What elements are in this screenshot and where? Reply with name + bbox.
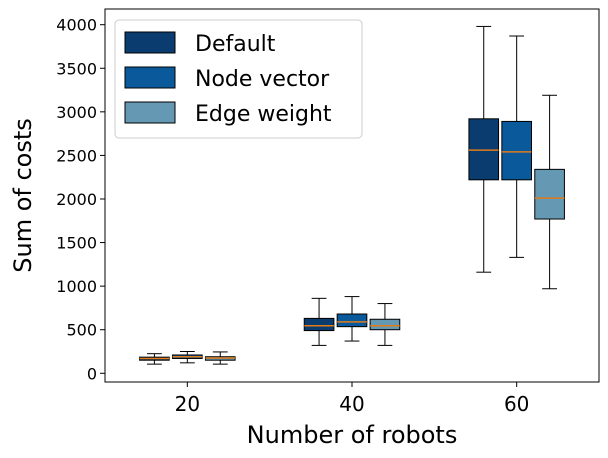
x-tick-label: 60 bbox=[504, 392, 529, 416]
box-body bbox=[534, 168, 565, 220]
y-axis-label: Sum of costs bbox=[9, 118, 37, 273]
box-edge-weight-40 bbox=[369, 303, 401, 346]
y-tick-label: 0 bbox=[87, 364, 97, 383]
legend-label: Default bbox=[195, 32, 276, 57]
box-body bbox=[501, 120, 532, 181]
x-axis: 20 40 60 bbox=[175, 382, 529, 416]
x-axis-label: Number of robots bbox=[247, 421, 458, 449]
box-edge-weight-20 bbox=[204, 351, 236, 365]
box-body bbox=[369, 318, 401, 331]
box-default-40 bbox=[303, 297, 335, 346]
plot-boxes bbox=[139, 25, 565, 365]
legend-frame bbox=[114, 19, 363, 139]
x-tick-label: 20 bbox=[175, 392, 200, 416]
legend-label: Edge weight bbox=[195, 102, 332, 127]
y-tick-label: 500 bbox=[66, 321, 97, 340]
y-axis: 0 500 1000 1500 2000 2500 3000 3500 4000 bbox=[56, 16, 105, 383]
legend-swatch bbox=[124, 101, 176, 124]
box-body bbox=[468, 118, 500, 181]
box-edge-weight-60 bbox=[534, 94, 565, 290]
box-default-60 bbox=[468, 25, 500, 273]
legend-swatch bbox=[124, 31, 176, 54]
box-body bbox=[303, 317, 335, 332]
y-tick-label: 4000 bbox=[56, 16, 97, 35]
legend-label: Node vector bbox=[195, 67, 330, 92]
box-body bbox=[336, 313, 368, 328]
box-node-vector-40 bbox=[336, 296, 368, 342]
box-node-vector-60 bbox=[501, 35, 532, 258]
y-tick-label: 2000 bbox=[56, 190, 97, 209]
legend-swatch bbox=[124, 66, 176, 89]
box-node-vector-20 bbox=[172, 350, 203, 364]
x-tick-label: 40 bbox=[339, 392, 364, 416]
box-default-20 bbox=[139, 353, 170, 365]
y-tick-label: 3500 bbox=[56, 59, 97, 78]
y-tick-label: 1000 bbox=[56, 277, 97, 296]
y-tick-label: 1500 bbox=[56, 234, 97, 253]
y-tick-label: 3000 bbox=[56, 103, 97, 122]
y-tick-label: 2500 bbox=[56, 146, 97, 165]
